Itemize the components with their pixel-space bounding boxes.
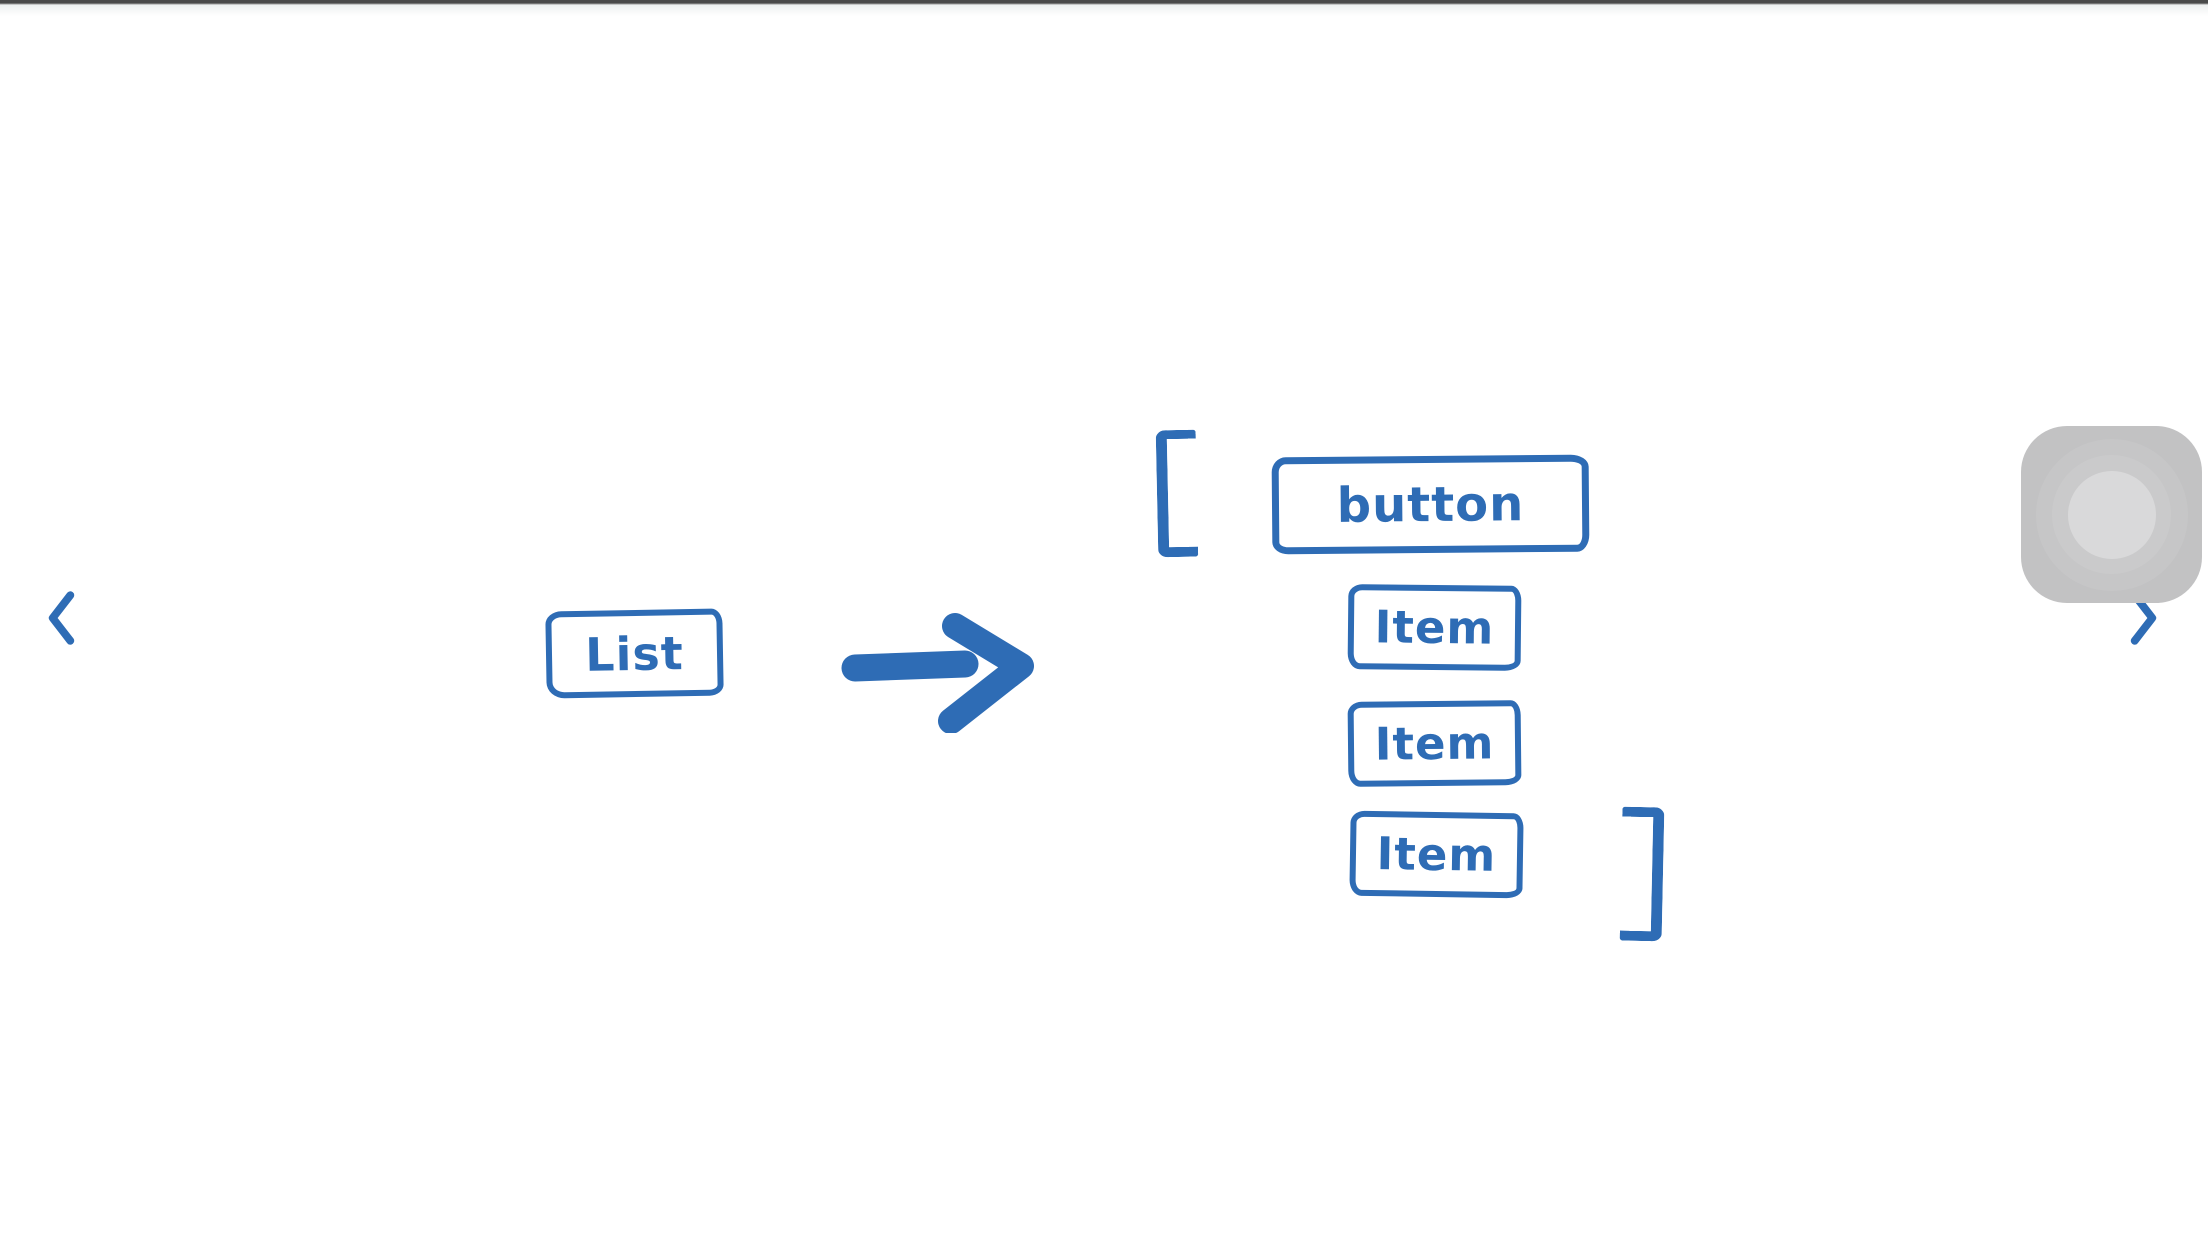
prev-slide-button[interactable] (44, 590, 78, 646)
item-node-box: Item (1347, 700, 1522, 787)
assistive-touch-outer-ring (2035, 438, 2188, 591)
item-node-box: Item (1347, 584, 1522, 671)
item-node-label: Item (1374, 600, 1495, 655)
chevron-left-icon (48, 591, 75, 645)
item-node-box: Item (1349, 810, 1524, 899)
button-node-label: button (1336, 475, 1525, 534)
button-node-box: button (1271, 454, 1590, 555)
item-node-label: Item (1374, 716, 1495, 771)
assistive-touch-mid-ring (2052, 455, 2171, 574)
item-node-label: Item (1376, 827, 1497, 882)
open-bracket-drawing (1155, 429, 1199, 558)
list-node-label: List (584, 625, 685, 682)
arrow-right-icon (841, 613, 1034, 733)
close-bracket-drawing (1619, 806, 1665, 942)
list-node-box: List (545, 608, 724, 699)
window-top-edge (0, 0, 2208, 16)
assistive-touch-button[interactable] (2021, 426, 2202, 603)
assistive-touch-inner-circle (2067, 470, 2156, 559)
